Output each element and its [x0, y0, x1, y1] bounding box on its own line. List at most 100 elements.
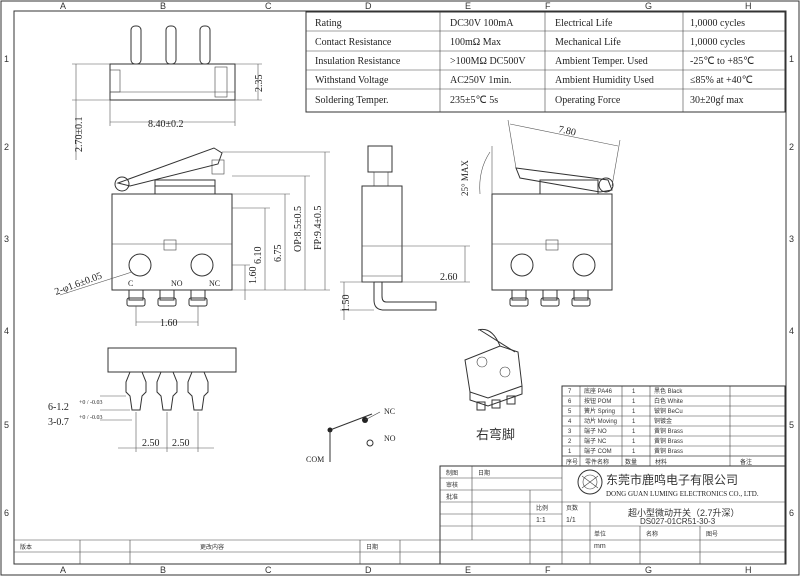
terminal-no-label: NO	[171, 279, 183, 288]
bom-part-name: 底座 PA46	[584, 387, 613, 395]
grid-row-labels-left: 1 2 3 4 5 6	[4, 54, 9, 518]
dim-angle: 25° MAX	[460, 160, 470, 196]
bom-qty: 1	[632, 449, 636, 455]
grid-column-label: G	[645, 1, 652, 11]
grid-column-label: D	[365, 565, 372, 575]
bom-no: 7	[568, 389, 572, 395]
dim-lever-height: 2.70±0.1	[74, 117, 85, 153]
dim-top-width: 8.40±0.2	[148, 119, 184, 130]
dim-mount-hole: 2-φ1.6±0.05	[53, 271, 103, 298]
bom-part-name: 簧片 Spring	[584, 407, 615, 415]
spec-value: 30±20gf max	[690, 95, 744, 106]
unit-value: mm	[594, 543, 606, 550]
company-name-cn: 东莞市鹿鸣电子有限公司	[606, 472, 738, 487]
bom-header-no: 序号	[566, 458, 578, 466]
bom-part-name: 按钮 POM	[584, 397, 611, 405]
spec-table: Rating DC30V 100mA Electrical Life 1,000…	[305, 11, 786, 113]
mount-hole	[128, 253, 152, 277]
dim-150: 1.50	[341, 295, 352, 313]
grid-row-label: 6	[4, 508, 9, 518]
grid-row-label: 1	[4, 54, 9, 64]
grid-column-label: E	[465, 1, 471, 11]
bom-no: 5	[568, 409, 572, 415]
grid-column-label: F	[545, 1, 551, 11]
bom-material: 铍铜 BeCu	[654, 407, 683, 415]
bom-material: 黄铜 Brass	[654, 447, 683, 455]
spec-value: >100MΩ DC500V	[450, 56, 526, 67]
grid-column-label: E	[465, 565, 471, 575]
bom-part-name: 端子 NO	[584, 427, 607, 435]
title-block: 东莞市鹿鸣电子有限公司 DONG GUAN LUMING ELECTRONICS…	[14, 465, 786, 565]
label-revision: 版本	[20, 543, 32, 551]
bom-header-mat: 材料	[655, 458, 667, 466]
grid-column-label: G	[645, 565, 652, 575]
schematic-nc: NC	[384, 407, 395, 416]
bom-qty: 1	[632, 429, 636, 435]
pin-footprint-view: 6-1.2 +0 / -0.03 3-0.7 +0 / -0.03 2.50 2…	[48, 347, 237, 452]
bom-part-name: 端子 NC	[584, 437, 607, 445]
label-scale: 比例	[536, 504, 548, 512]
bom-no: 1	[568, 449, 572, 455]
dim-pitch-b: 2.50	[172, 438, 190, 449]
spec-value: AC250V 1min.	[450, 75, 512, 86]
scale-value: 1:1	[536, 517, 546, 524]
terminal-nc-label: NC	[209, 279, 220, 288]
bom-header-qty: 数量	[625, 458, 637, 466]
switch-body	[111, 185, 233, 291]
terminal-c-label: C	[128, 279, 133, 288]
grid-column-label: F	[545, 565, 551, 575]
dim-pitch-a: 2.50	[142, 438, 160, 449]
bom-material: 铜镀金	[654, 417, 672, 425]
bom-no: 2	[568, 439, 572, 445]
dim-pin-width-tol: +0 / -0.03	[79, 400, 103, 406]
spec-label: Operating Force	[555, 95, 621, 106]
dim-pin-thickness-tol: +0 / -0.03	[79, 415, 103, 421]
dim-free-position: FP:9.4±0.5	[313, 206, 324, 250]
top-view: 8.40±0.2 2.35 2.70±0.1	[72, 25, 265, 160]
bom-material: 黄铜 Brass	[654, 427, 683, 435]
grid-row-label: 3	[4, 234, 9, 244]
grid-column-label: B	[160, 565, 166, 575]
bom-material: 黄铜 Brass	[654, 437, 683, 445]
grid-row-label: 5	[4, 420, 9, 430]
dim-675: 6.75	[273, 245, 284, 263]
bom-qty: 1	[632, 409, 636, 415]
spec-value: 100mΩ Max	[450, 37, 501, 48]
spec-label: Withstand Voltage	[315, 75, 389, 86]
grid-column-label: H	[745, 565, 752, 575]
grid-column-label: A	[60, 1, 66, 11]
dim-pin-width: 6-1.2	[48, 402, 69, 413]
label-check: 审核	[446, 481, 458, 489]
spec-label: Electrical Life	[555, 18, 613, 29]
iso-caption: 右弯脚	[476, 427, 515, 442]
grid-row-label: 4	[4, 326, 9, 336]
schematic-com: COM	[306, 455, 324, 464]
grid-row-label: 2	[789, 142, 794, 152]
bom-header-note: 备注	[740, 458, 752, 466]
dim-top-height: 2.35	[254, 75, 265, 93]
bom-no: 6	[568, 399, 572, 405]
grid-row-label: 5	[789, 420, 794, 430]
grid-row-label: 3	[789, 234, 794, 244]
dim-pin-thickness: 3-0.7	[48, 417, 69, 428]
circuit-schematic: NC NO COM	[306, 407, 396, 464]
isometric-view: 右弯脚	[464, 328, 523, 442]
bom-material: 黑色 Black	[654, 387, 683, 395]
spec-value: 235±5℃ 5s	[450, 95, 498, 106]
schematic-no: NO	[384, 434, 396, 443]
actuated-view: 25° MAX 7.80	[460, 119, 621, 307]
dim-260: 2.60	[440, 272, 458, 283]
label-change: 更改内容	[200, 543, 224, 551]
label-unit: 单位	[594, 530, 606, 538]
mount-hole	[190, 253, 214, 277]
dim-operating-position: OP:8.5±0.5	[293, 206, 304, 252]
bom-header-name: 零件名称	[585, 458, 609, 466]
actuator-lever	[116, 147, 223, 187]
grid-row-label: 2	[4, 142, 9, 152]
bom-part-name: 动片 Moving	[584, 417, 617, 425]
spec-value: 1,0000 cycles	[690, 18, 745, 29]
